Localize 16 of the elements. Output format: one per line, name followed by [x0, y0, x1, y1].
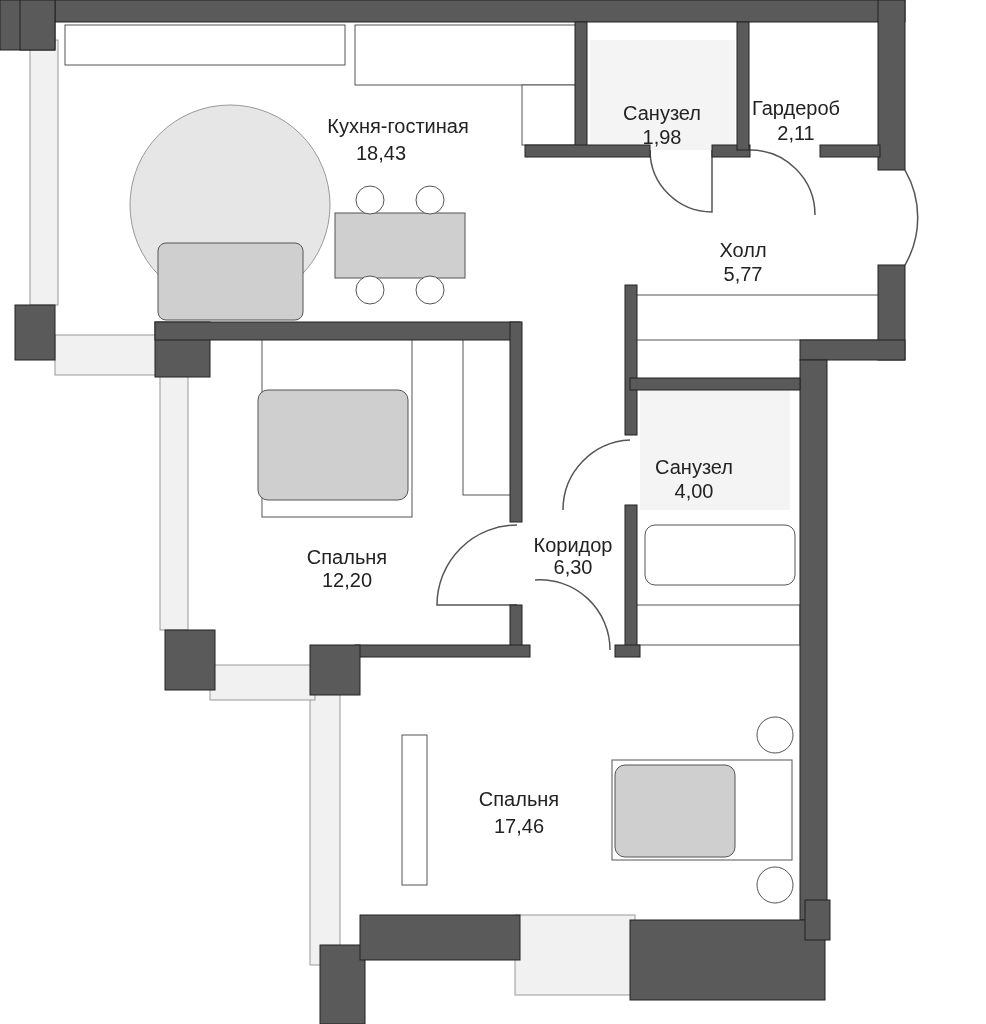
room-name: Санузел [655, 457, 733, 477]
room-area: 4,00 [674, 481, 714, 501]
room-name: Коридор [533, 535, 613, 555]
room-name: Кухня-гостиная [327, 116, 469, 136]
room-name: Спальня [478, 789, 560, 809]
room-area: 6,30 [553, 557, 593, 577]
room-name: Холл [719, 240, 767, 260]
room-name: Спальня [306, 547, 388, 567]
room-area: 5,77 [723, 264, 763, 284]
room-name: Гардероб [752, 98, 840, 118]
room-area: 1,98 [642, 127, 682, 147]
room-area: 12,20 [321, 570, 373, 590]
room-name: Санузел [623, 103, 701, 123]
room-area: 17,46 [493, 816, 545, 836]
room-area: 2,11 [777, 123, 815, 143]
room-area: 18,43 [355, 143, 407, 163]
